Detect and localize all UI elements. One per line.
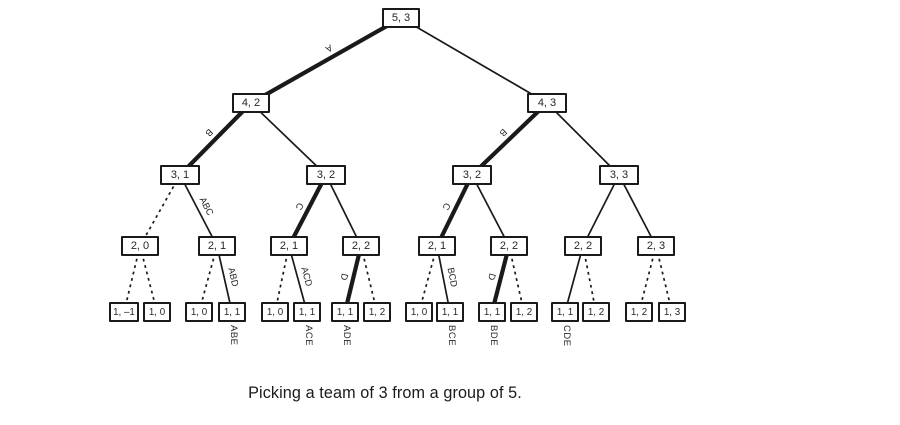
tree-edge-n8-n18 xyxy=(216,245,233,313)
tree-node-n24: 1, 1 xyxy=(436,302,464,322)
tree-edge-n0-n1 xyxy=(249,16,403,105)
edge-label-ACD: ACD xyxy=(299,266,314,288)
leaf-tag-ADE: ADE xyxy=(341,325,352,347)
tree-node-n19: 1, 0 xyxy=(261,302,289,322)
edge-label-A: A xyxy=(323,43,334,55)
edge-label-C: C xyxy=(440,201,452,212)
tree-node-n8: 2, 1 xyxy=(198,236,236,256)
leaf-tag-CDE: CDE xyxy=(561,325,572,347)
tree-node-n30: 1, 3 xyxy=(658,302,686,322)
tree-edge-n11-n23 xyxy=(418,245,438,313)
tree-node-n27: 1, 1 xyxy=(551,302,579,322)
tree-edge-n10-n22 xyxy=(360,245,378,313)
tree-edge-n7-n15 xyxy=(123,245,141,313)
tree-edge-n5-n11 xyxy=(435,174,474,247)
tree-node-n20: 1, 1 xyxy=(293,302,321,322)
tree-node-n0: 5, 3 xyxy=(382,8,420,28)
tree-edge-n9-n19 xyxy=(274,245,290,313)
tree-edge-n14-n29 xyxy=(638,245,657,313)
tree-edge-n13-n27 xyxy=(564,245,584,313)
tree-node-n28: 1, 2 xyxy=(582,302,610,322)
edge-label-B: B xyxy=(498,127,509,139)
tree-node-n5: 3, 2 xyxy=(452,165,492,185)
tree-edge-n4-n10 xyxy=(325,174,362,247)
tree-node-n1: 4, 2 xyxy=(232,93,270,113)
tree-edge-n8-n17 xyxy=(198,245,218,313)
tree-edge-n3-n8 xyxy=(179,174,218,247)
tree-edge-n6-n13 xyxy=(582,174,620,247)
tree-node-n4: 3, 2 xyxy=(306,165,346,185)
tree-node-n29: 1, 2 xyxy=(625,302,653,322)
tree-node-n10: 2, 2 xyxy=(342,236,380,256)
tree-edge-n2-n6 xyxy=(546,102,620,176)
tree-node-n14: 2, 3 xyxy=(637,236,675,256)
tree-edge-n7-n16 xyxy=(139,245,158,313)
edge-label-ABD: ABD xyxy=(226,267,240,288)
tree-edge-n2-n5 xyxy=(470,101,549,177)
leaf-tag-BCE: BCE xyxy=(446,325,457,347)
figure-caption: Picking a team of 3 from a group of 5. xyxy=(248,384,522,402)
edge-label-D: D xyxy=(339,272,350,281)
tree-node-n13: 2, 2 xyxy=(564,236,602,256)
tree-edge-n12-n26 xyxy=(508,245,525,313)
tree-edge-n14-n30 xyxy=(655,245,673,313)
tree-node-n9: 2, 1 xyxy=(270,236,308,256)
edge-label-C: C xyxy=(293,201,305,212)
tree-node-n21: 1, 1 xyxy=(331,302,359,322)
edge-label-D: D xyxy=(486,272,497,281)
tree-node-n7: 2, 0 xyxy=(121,236,159,256)
tree-edge-n5-n12 xyxy=(471,174,510,247)
edge-label-B: B xyxy=(203,127,214,138)
tree-node-n12: 2, 2 xyxy=(490,236,528,256)
tree-edge-n9-n20 xyxy=(288,245,308,313)
tree-edge-n1-n4 xyxy=(250,102,327,176)
tree-node-n18: 1, 1 xyxy=(218,302,246,322)
tree-edge-n11-n24 xyxy=(436,245,451,313)
tree-edge-n1-n3 xyxy=(178,101,253,177)
tree-edge-n0-n2 xyxy=(400,17,548,104)
tree-node-n3: 3, 1 xyxy=(160,165,200,185)
tree-node-n16: 1, 0 xyxy=(143,302,171,322)
tree-node-n26: 1, 2 xyxy=(510,302,538,322)
tree-node-n25: 1, 1 xyxy=(478,302,506,322)
leaf-tag-ACE: ACE xyxy=(303,325,314,347)
tree-edge-n3-n7 xyxy=(139,174,181,247)
leaf-tag-BDE: BDE xyxy=(488,325,499,347)
tree-node-n23: 1, 0 xyxy=(405,302,433,322)
tree-node-n22: 1, 2 xyxy=(363,302,391,322)
tree-node-n2: 4, 3 xyxy=(527,93,567,113)
tree-edge-n12-n25 xyxy=(489,245,512,313)
tree-edge-n10-n21 xyxy=(342,245,364,313)
leaf-tag-ABE: ABE xyxy=(228,325,239,346)
edge-label-BCD: BCD xyxy=(446,267,460,288)
tree-node-n11: 2, 1 xyxy=(418,236,456,256)
tree-edge-n4-n9 xyxy=(287,174,328,247)
tree-edge-n13-n28 xyxy=(582,245,597,313)
tree-node-n17: 1, 0 xyxy=(185,302,213,322)
tree-node-n15: 1, –1 xyxy=(109,302,139,322)
tree-edge-n6-n14 xyxy=(618,174,657,247)
tree-node-n6: 3, 3 xyxy=(599,165,639,185)
